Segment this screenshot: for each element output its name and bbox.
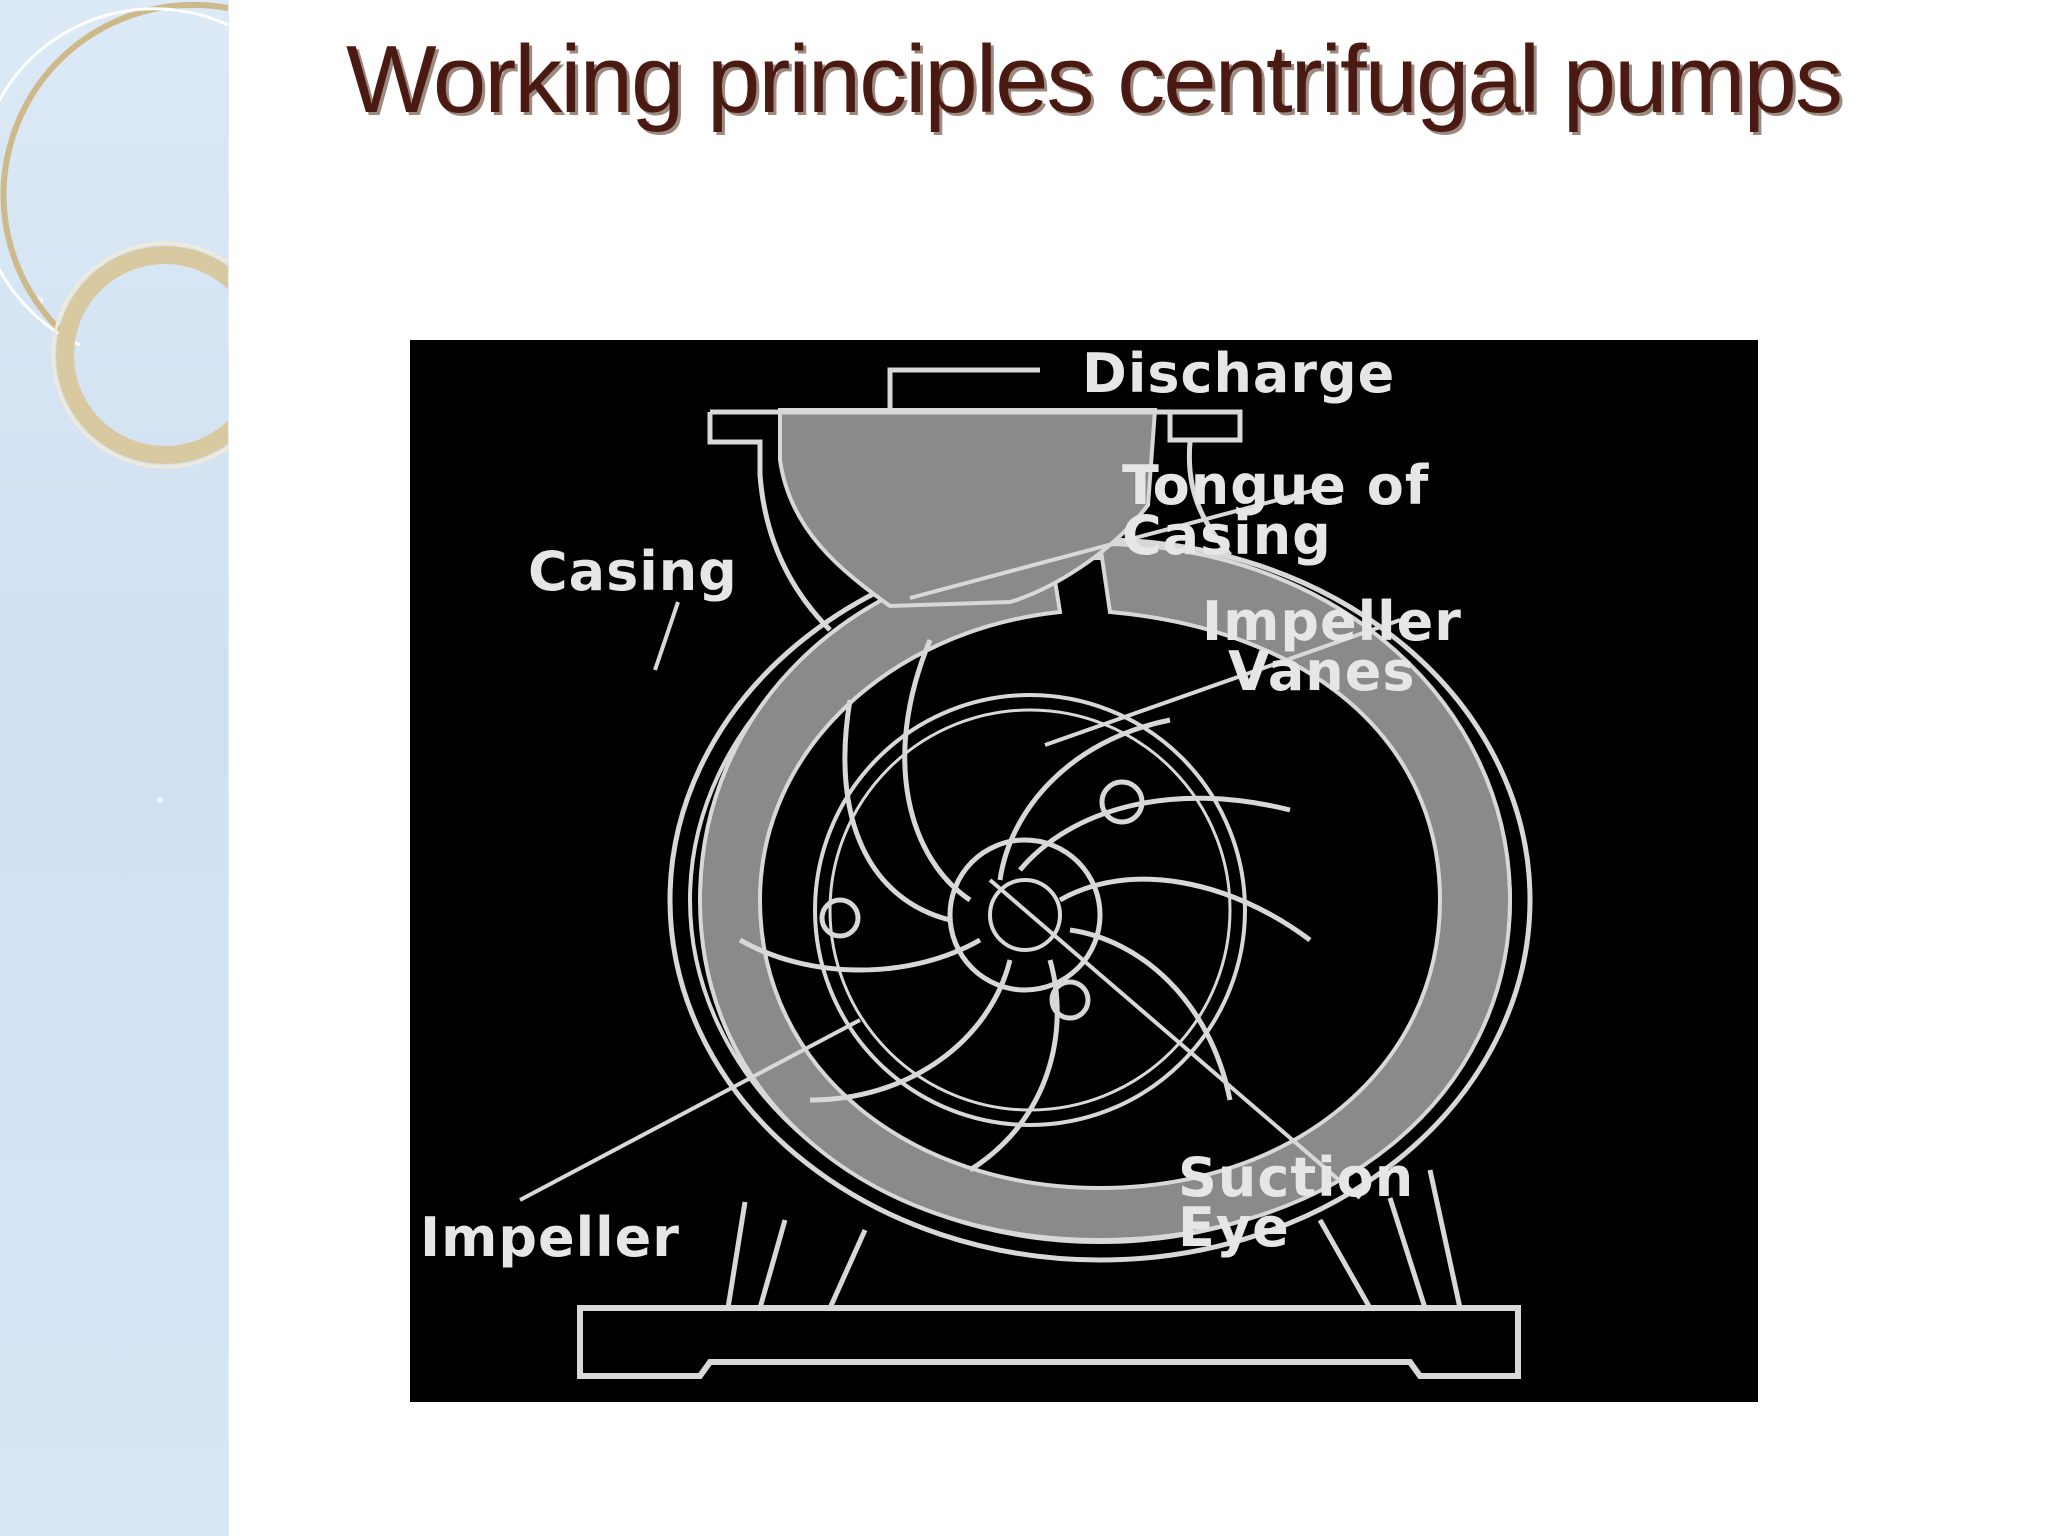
label-tongue-line1: Tongue of — [1122, 454, 1430, 517]
vanes-leader-line — [1044, 618, 1401, 747]
label-casing: Casing — [528, 540, 738, 603]
casing-leader-line — [653, 601, 680, 671]
label-suction-line1: Suction — [1178, 1146, 1415, 1209]
label-discharge: Discharge — [1082, 342, 1396, 405]
decorative-rings — [0, 1, 228, 469]
label-vanes-line2: Vanes — [1228, 640, 1416, 703]
balance-hole-1 — [1099, 779, 1145, 825]
decorative-arc-inner — [0, 7, 228, 347]
impeller-vanes — [738, 639, 1312, 1173]
discharge-flange — [710, 409, 1243, 443]
pump-base-plate — [577, 1305, 1521, 1379]
leader-lines — [519, 488, 1401, 1202]
casing-neck-left — [707, 412, 832, 632]
impeller-leader-line — [519, 1018, 861, 1202]
label-suction-line2: Eye — [1178, 1196, 1290, 1259]
pump-drawing — [519, 367, 1533, 1379]
discharge-nozzle — [778, 408, 1158, 609]
impeller-shroud-inner — [828, 708, 1232, 1112]
impeller-shroud — [813, 693, 1247, 1127]
tongue-leader-line — [909, 488, 1316, 600]
label-tongue-line2: Casing — [1122, 504, 1332, 567]
label-impeller: Impeller — [420, 1206, 680, 1269]
balance-hole-2 — [819, 897, 861, 939]
suction-eye-ring — [947, 837, 1103, 993]
discharge-leader-line — [887, 367, 1040, 410]
hub — [988, 878, 1062, 952]
decorative-ring-highlight — [51, 241, 228, 469]
decorative-side-panel — [0, 0, 229, 1536]
decorative-ring — [56, 246, 228, 464]
slide-title: Working principles centrifugal pumps — [346, 26, 1843, 133]
centrifugal-pump-diagram: Discharge Tongue of Casing Casing Impell… — [410, 340, 1758, 1402]
balance-hole-3 — [1049, 979, 1091, 1021]
suction-eye-leader-line — [988, 878, 1362, 1200]
casing-neck-right — [1186, 441, 1232, 557]
pump-feet — [725, 1169, 1463, 1310]
label-vanes-line1: Impeller — [1202, 590, 1462, 653]
